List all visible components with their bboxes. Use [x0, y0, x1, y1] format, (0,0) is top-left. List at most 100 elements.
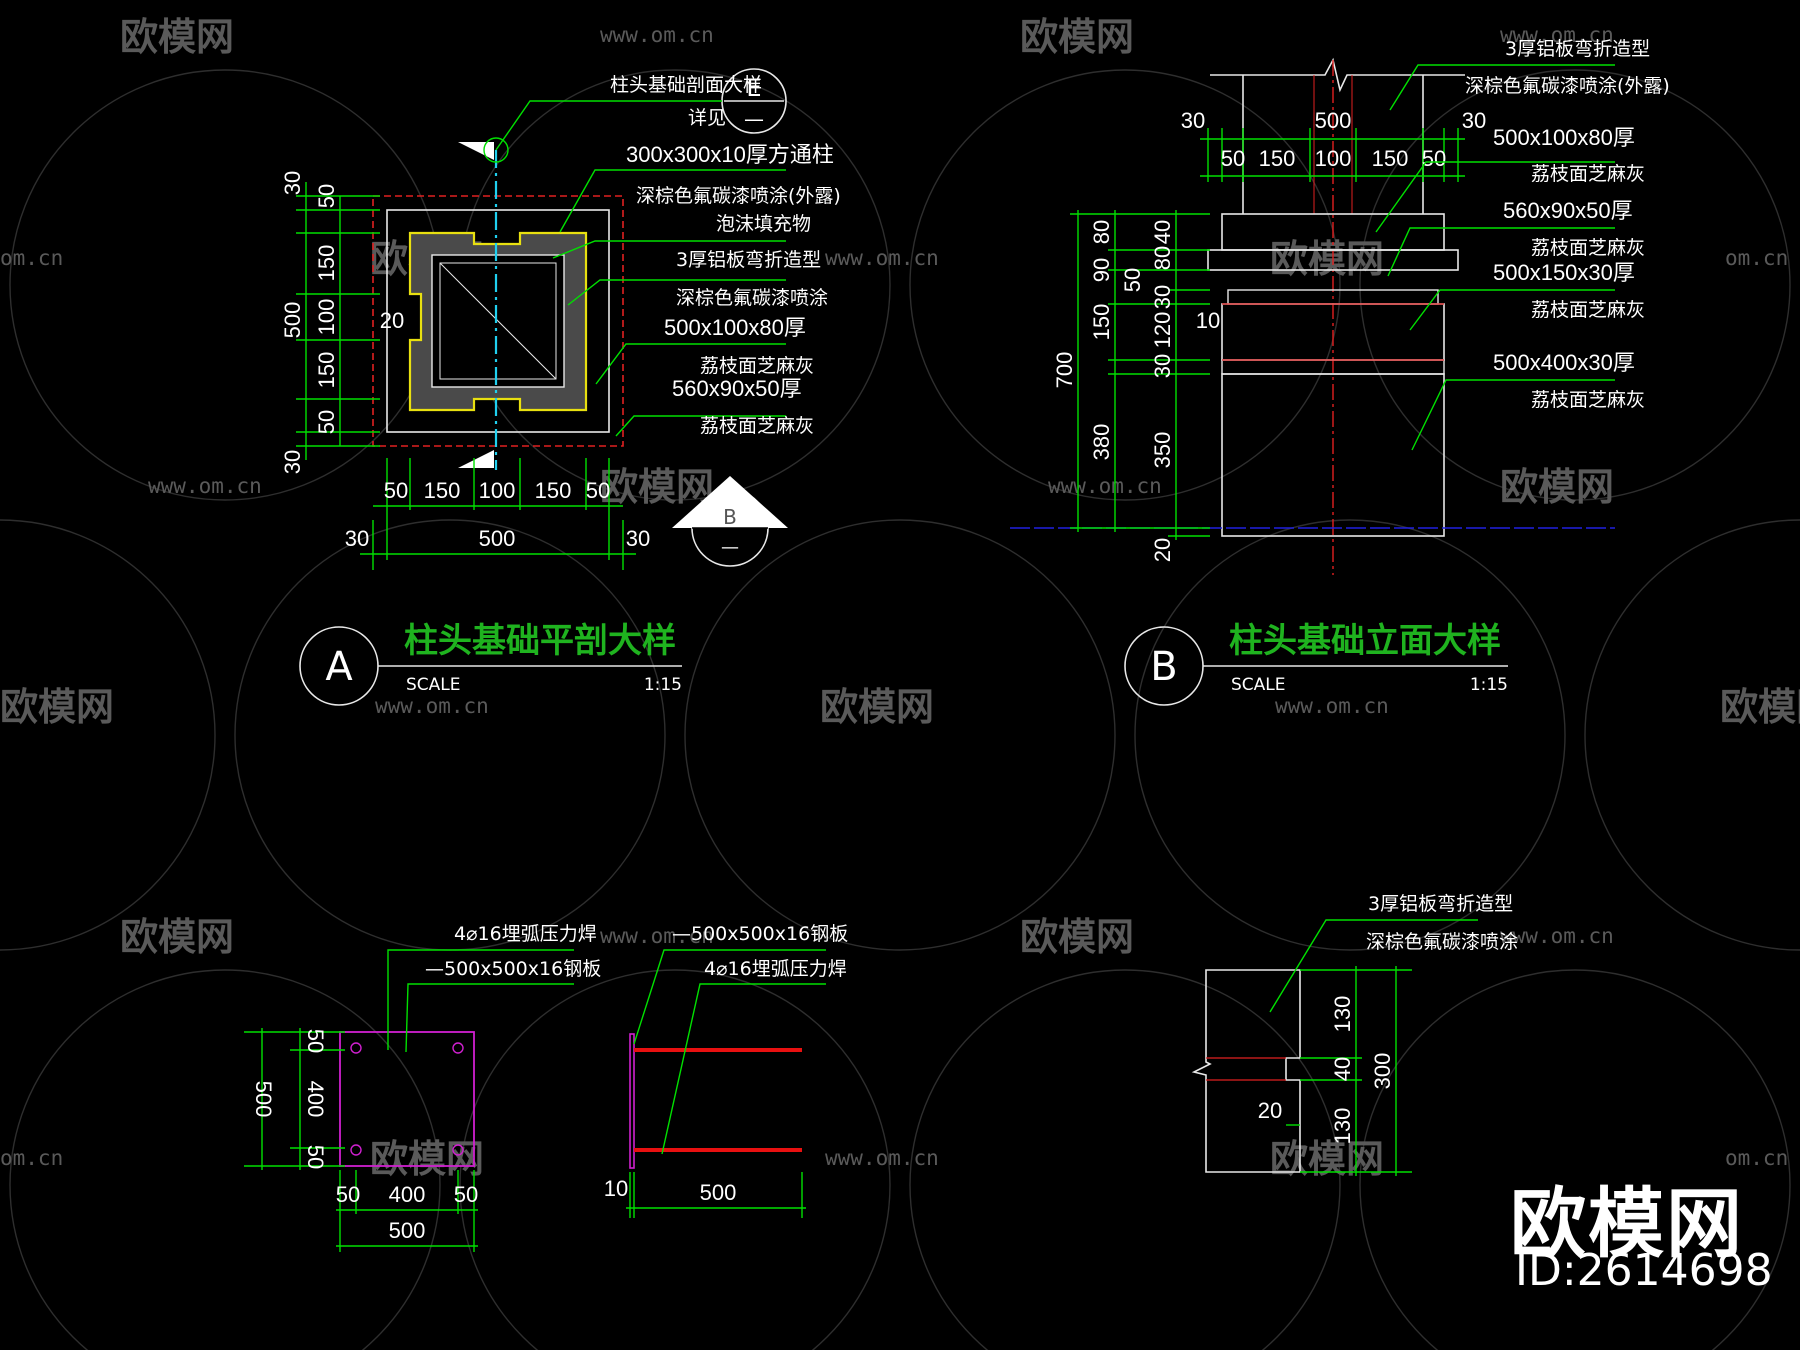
- dim-cap-r1: 40: [1330, 1057, 1355, 1081]
- label-plate-section-1: 4⌀16埋弧压力焊: [704, 958, 847, 980]
- dim-a-side-right: 30: [626, 526, 650, 551]
- dim-b-li7: 20: [1150, 538, 1175, 562]
- dim-a-b2: 100: [479, 478, 516, 503]
- detail-marker-b: B: [1150, 644, 1177, 690]
- dim-a-b1: 150: [424, 478, 461, 503]
- detail-a-plan-section: E — 柱头基础剖面大样 详见 300x300x10厚方通柱 深棕色氟碳漆喷涂(…: [280, 68, 841, 706]
- label-a-5: 3厚铝板弯折造型: [676, 249, 821, 271]
- scale-value-b: 1:15: [1470, 675, 1508, 695]
- steel-column-inner: [439, 262, 557, 380]
- label-b-9: 荔枝面芝麻灰: [1531, 389, 1645, 411]
- steel-plate-edge: [629, 1033, 635, 1169]
- dim-cap-r2: 130: [1330, 1108, 1355, 1145]
- detail-title-a: 柱头基础平剖大样: [404, 621, 676, 661]
- dim-b-li3: 30: [1150, 285, 1175, 309]
- label-cap-0: 3厚铝板弯折造型: [1368, 893, 1513, 915]
- detail-steel-plate-section: —500x500x16钢板 4⌀16埋弧压力焊 10 500: [604, 923, 848, 1218]
- dim-b-li2: 50: [1120, 268, 1145, 292]
- watermark-texts: 欧模网 欧模网 www.om.cn www.om.cn 欧模网 欧模网 om.c…: [0, 15, 1800, 1181]
- dim-plate-b2: 50: [454, 1182, 478, 1207]
- watermark-url: www.om.cn: [375, 694, 489, 718]
- detail-cap-section: 3厚铝板弯折造型 深棕色氟碳漆喷涂 130 40 130 300 20: [1191, 893, 1518, 1176]
- watermark-brand: 欧模网: [1020, 915, 1134, 959]
- label-a-8: 荔枝面芝麻灰: [700, 355, 814, 377]
- label-a-6: 深棕色氟碳漆喷涂: [676, 287, 828, 309]
- outer-slab-outline: [372, 195, 624, 447]
- dim-a-b0: 50: [384, 478, 408, 503]
- section-marker-triangle-icon: [672, 476, 788, 528]
- brand-logo-text: 欧模网: [1510, 1179, 1744, 1268]
- watermark-brand: 欧模网: [370, 1137, 484, 1181]
- dim-b-t1: 150: [1259, 146, 1296, 171]
- dim-b-li1: 80: [1150, 246, 1175, 270]
- dim-a-total: 500: [479, 526, 516, 551]
- label-b-1: 深棕色氟碳漆喷涂(外露): [1465, 75, 1670, 97]
- dim-a-side-left: 30: [345, 526, 369, 551]
- dim-a-b4: 50: [586, 478, 610, 503]
- ref-marker-e-sheet: —: [744, 107, 764, 131]
- dim-a-l2: 150: [314, 245, 339, 282]
- dim-b-li6: 350: [1150, 432, 1175, 469]
- dim-b-left-total: 700: [1052, 352, 1077, 389]
- label-b-6: 500x150x30厚: [1493, 260, 1635, 285]
- watermark-brand: 欧模网: [600, 465, 714, 509]
- label-b-8: 500x400x30厚: [1493, 350, 1635, 375]
- watermark-brand: 欧模网: [1270, 237, 1384, 281]
- detail-steel-plate-plan: 4⌀16埋弧压力焊 —500x500x16钢板 500 50 400 50 50…: [244, 923, 601, 1252]
- dim-plate-l2: 50: [303, 1145, 328, 1169]
- detail-b-elevation: 500 30 30 50 150 100 150 50 700 80 90 15…: [1010, 38, 1670, 706]
- label-a-0: 柱头基础剖面大样: [610, 74, 762, 96]
- label-a-1: 详见: [688, 107, 726, 129]
- dim-a-l6: 30: [280, 450, 305, 474]
- dim-a-inner: 20: [380, 308, 404, 333]
- watermark-url: www.om.cn: [825, 1146, 939, 1170]
- label-a-3: 深棕色氟碳漆喷涂(外露): [636, 185, 841, 207]
- watermark-brand: 欧模网: [1270, 1137, 1384, 1181]
- label-b-3: 荔枝面芝麻灰: [1531, 163, 1645, 185]
- watermark-url: www.om.cn: [1500, 23, 1614, 47]
- scale-label-b: SCALE: [1231, 675, 1286, 695]
- dim-b-lo2: 150: [1089, 304, 1114, 341]
- bolt-hole-icon: [350, 1144, 362, 1156]
- dim-a-l5: 50: [314, 410, 339, 434]
- dim-b-top-left: 30: [1181, 108, 1205, 133]
- watermark-url: om.cn: [1725, 1146, 1788, 1170]
- detail-title-b: 柱头基础立面大样: [1229, 621, 1501, 661]
- scale-value-a: 1:15: [644, 675, 682, 695]
- watermark-url: om.cn: [1725, 246, 1788, 270]
- dim-a-l4: 150: [314, 352, 339, 389]
- dim-plate-b1: 400: [389, 1182, 426, 1207]
- dim-b-li5: 30: [1150, 354, 1175, 378]
- scale-label-a: SCALE: [406, 675, 461, 695]
- dim-plate-b0: 50: [336, 1182, 360, 1207]
- watermark-url: www.om.cn: [600, 924, 714, 948]
- label-b-7: 荔枝面芝麻灰: [1531, 299, 1645, 321]
- dim-a-b3: 150: [535, 478, 572, 503]
- label-a-7: 500x100x80厚: [664, 315, 806, 340]
- watermark-brand: 欧模网: [820, 685, 934, 729]
- label-a-4: 泡沫填充物: [716, 213, 811, 235]
- dim-a-l0: 30: [280, 171, 305, 195]
- dim-plate-l0: 50: [303, 1029, 328, 1053]
- section-arrow-top-icon: [458, 142, 494, 160]
- ref-marker-e: E: [746, 74, 761, 102]
- watermark-brand: 欧模网: [0, 685, 114, 729]
- label-b-4: 560x90x50厚: [1503, 198, 1633, 223]
- watermark-url: www.om.cn: [1500, 924, 1614, 948]
- watermark-url: www.om.cn: [1048, 474, 1162, 498]
- dim-a-l1: 50: [314, 184, 339, 208]
- label-a-2: 300x300x10厚方通柱: [626, 142, 834, 167]
- bolt-hole-icon: [452, 1144, 464, 1156]
- dim-b-t0: 50: [1221, 146, 1245, 171]
- label-b-5: 荔枝面芝麻灰: [1531, 237, 1645, 259]
- label-plate-plan-1: —500x500x16钢板: [425, 958, 601, 980]
- layer-560x90x50: [1207, 249, 1459, 271]
- label-plate-plan-0: 4⌀16埋弧压力焊: [454, 923, 597, 945]
- dim-plate-left-total: 500: [251, 1081, 276, 1118]
- label-a-10: 荔枝面芝麻灰: [700, 415, 814, 437]
- section-marker-b: B: [723, 505, 737, 529]
- watermark-url: www.om.cn: [1275, 694, 1389, 718]
- dim-plate-length: 500: [700, 1180, 737, 1205]
- watermark-brand: 欧模网: [1720, 685, 1800, 729]
